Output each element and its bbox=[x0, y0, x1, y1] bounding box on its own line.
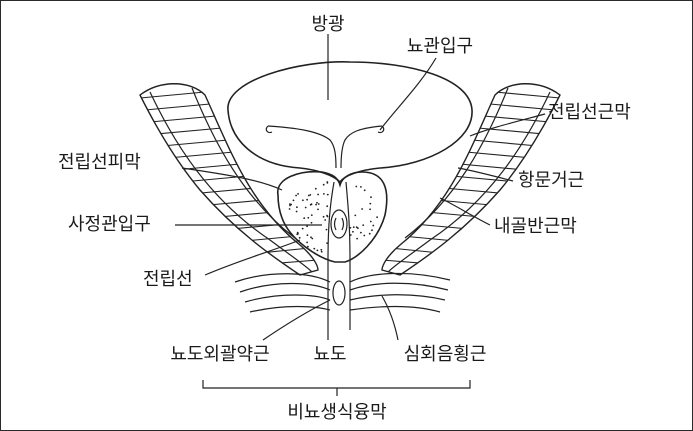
prostate-stipple-dot bbox=[316, 202, 318, 204]
label-ureter-orifice: 뇨관입구 bbox=[407, 36, 473, 57]
prostate-stipple-dot bbox=[307, 234, 309, 236]
prostate-stipple-dot bbox=[310, 236, 312, 238]
label-internal-pelvic-fascia: 내골반근막 bbox=[494, 216, 577, 237]
prostate-stipple-dot bbox=[317, 250, 319, 252]
prostate-stipple-dot bbox=[307, 217, 309, 219]
prostate-stipple-dot bbox=[350, 234, 352, 236]
label-anal-levator: 항문거근 bbox=[518, 170, 584, 191]
prostate-stipple-dot bbox=[289, 203, 291, 205]
prostate-stipple-dot bbox=[326, 205, 328, 207]
prostate-stipple-dot bbox=[296, 206, 298, 208]
prostate-stipple-dot bbox=[303, 217, 305, 219]
label-prostate-capsule: 전립선피막 bbox=[58, 152, 141, 173]
prostate-stipple-dot bbox=[305, 207, 307, 209]
prostate-stipple-dot bbox=[323, 193, 325, 195]
label-external-urethral-sphincter: 뇨도외괄약근 bbox=[170, 344, 269, 365]
prostate-stipple-dot bbox=[302, 199, 304, 201]
prostate-stipple-dot bbox=[370, 196, 372, 198]
prostate-stipple-dot bbox=[297, 193, 299, 195]
label-prostate-fascia: 전립선근막 bbox=[548, 102, 631, 123]
prostate-stipple-dot bbox=[296, 211, 298, 213]
prostate-stipple-dot bbox=[371, 229, 373, 231]
prostate-stipple-dot bbox=[326, 215, 328, 217]
label-prostate: 전립선 bbox=[143, 269, 193, 290]
prostate-stipple-dot bbox=[353, 226, 355, 228]
prostate-stipple-dot bbox=[327, 194, 329, 196]
label-bladder: 방광 bbox=[311, 14, 344, 35]
prostate-stipple-dot bbox=[370, 221, 372, 223]
urogenital-diaphragm-layers bbox=[235, 273, 450, 312]
prostate-stipple-dot bbox=[320, 249, 322, 251]
prostate-stipple-dot bbox=[295, 195, 297, 197]
prostate-stipple-dot bbox=[321, 251, 323, 253]
prostate-stipple-dot bbox=[311, 222, 313, 224]
prostate-stipple-dot bbox=[317, 194, 319, 196]
prostate-stipple-dot bbox=[308, 195, 310, 197]
prostate-stipple-dot bbox=[297, 232, 299, 234]
prostate-stipple-dot bbox=[326, 229, 328, 231]
prostate-stipple-dot bbox=[313, 248, 315, 250]
prostate-stipple-dot bbox=[369, 203, 371, 205]
prostate-stipple-dot bbox=[369, 233, 371, 235]
prostate-stipple-dot bbox=[323, 216, 325, 218]
prostate-stipple-dot bbox=[299, 237, 301, 239]
prostate-stipple-dot bbox=[315, 204, 317, 206]
prostate-stipple-dot bbox=[324, 219, 326, 221]
prostate-stipple-dot bbox=[306, 199, 308, 201]
prostate-stipple-dot bbox=[317, 209, 319, 211]
prostate-stipple-dot bbox=[364, 189, 366, 191]
prostate-stipple-dot bbox=[315, 188, 317, 190]
prostate-stipple-dot bbox=[307, 246, 309, 248]
prostate-stipple-dot bbox=[289, 208, 291, 210]
prostate-stipple-dot bbox=[302, 228, 304, 230]
urethra-tube bbox=[328, 182, 350, 330]
prostate-stipple-dot bbox=[323, 184, 325, 186]
prostate-stipple-dot bbox=[369, 208, 371, 210]
prostate-stipple-dot bbox=[360, 232, 362, 234]
prostate-stipple-dot bbox=[354, 215, 356, 217]
prostate-stipple-dot bbox=[318, 203, 320, 205]
label-ejaculatory-duct-orifice: 사정관입구 bbox=[68, 214, 151, 235]
prostate-stipple-dot bbox=[363, 235, 365, 237]
prostate-stipple-dot bbox=[361, 208, 363, 210]
bladder-shape bbox=[228, 62, 472, 182]
prostate-stipple-dot bbox=[360, 186, 362, 188]
prostate-stipple-dot bbox=[355, 186, 357, 188]
prostate-stipple-dot bbox=[376, 216, 378, 218]
label-deep-transverse-perineal: 심회음횡근 bbox=[404, 344, 487, 365]
prostate-stipple-dot bbox=[306, 242, 308, 244]
prostate-stipple-dot bbox=[352, 231, 354, 233]
prostate-stipple-dot bbox=[327, 182, 329, 184]
prostate-stipple-dot bbox=[293, 200, 295, 202]
prostate-stipple-dot bbox=[362, 224, 364, 226]
diaphragm-bracket bbox=[203, 380, 470, 396]
prostate-stipple-dot bbox=[311, 203, 313, 205]
label-urogenital-diaphragm: 비뇨생식융막 bbox=[287, 402, 386, 423]
prostate-stipple-dot bbox=[372, 225, 374, 227]
prostate-stipple-dot bbox=[356, 238, 358, 240]
prostate-stipple-dot bbox=[311, 214, 313, 216]
prostate-stipple-dot bbox=[356, 226, 358, 228]
label-urethra: 뇨도 bbox=[313, 344, 346, 365]
